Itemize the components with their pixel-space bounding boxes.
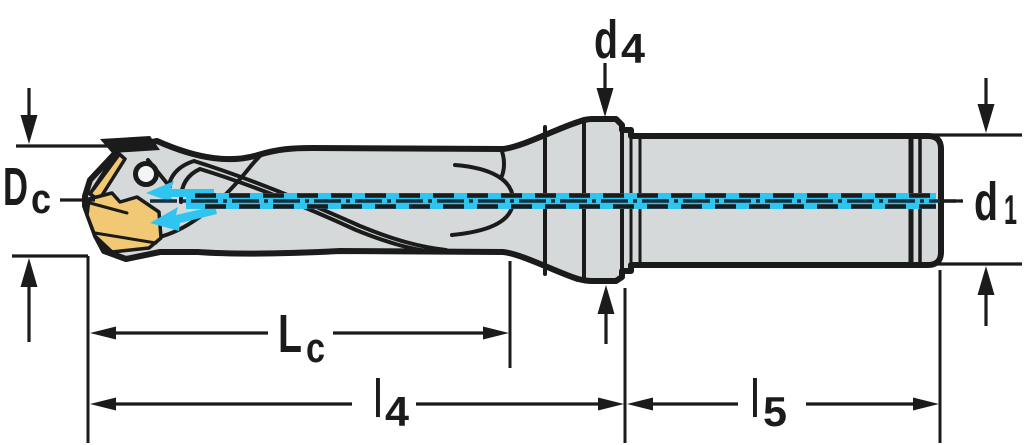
drill-tool xyxy=(82,116,962,284)
insert-facet-line xyxy=(92,153,121,191)
label-d4-main: d xyxy=(594,10,618,70)
dimension-d1: d 1 xyxy=(930,78,1022,326)
lc-arrowhead-right xyxy=(483,326,509,340)
d4-arrowhead-up xyxy=(597,285,615,314)
label-dc-main: D xyxy=(3,157,28,217)
dc-arrowhead-down xyxy=(20,115,38,144)
d1-arrowhead-down xyxy=(977,104,995,133)
d4-arrowhead-down xyxy=(596,88,614,117)
dimension-dc: D c xyxy=(3,88,138,342)
label-l5-main: l xyxy=(751,369,759,429)
dimension-l4: l 4 xyxy=(86,256,627,443)
label-d1-sub: 1 xyxy=(1004,186,1017,233)
dimensions: D c d 4 d 1 xyxy=(3,10,1022,443)
lc-arrowhead-left xyxy=(90,326,116,340)
label-d4-sub: 4 xyxy=(621,25,646,72)
label-d1-main: d xyxy=(974,172,998,232)
label-dc-sub: c xyxy=(31,175,51,222)
label-lc-main: L xyxy=(278,304,302,364)
dimension-d4: d 4 xyxy=(594,10,646,344)
coolant-channel xyxy=(146,181,962,231)
flute-edge-line-cross xyxy=(161,154,262,238)
dimension-lc: L c xyxy=(90,261,512,371)
dc-arrowhead-up xyxy=(20,258,38,287)
coolant-arrow-lower xyxy=(150,206,217,231)
l4-arrowhead-left xyxy=(90,397,116,411)
insert-facet-line xyxy=(93,231,158,245)
insert-facet-lines xyxy=(88,153,158,245)
flute-crest-end xyxy=(499,147,506,180)
l5-arrowhead-left xyxy=(627,397,653,411)
insert-facet-line xyxy=(88,201,129,215)
label-l4-sub: 4 xyxy=(385,388,410,435)
dimension-l5: l 5 xyxy=(627,270,942,443)
label-l4-main: l xyxy=(374,369,382,429)
d1-arrowhead-up xyxy=(977,266,995,295)
label-lc-sub: c xyxy=(306,324,325,371)
label-l5-sub: 5 xyxy=(763,388,787,435)
screw-hole xyxy=(133,161,159,187)
coolant-arrow-upper xyxy=(146,181,214,203)
l5-arrowhead-right xyxy=(913,397,939,411)
l4-arrowhead-right xyxy=(598,397,624,411)
